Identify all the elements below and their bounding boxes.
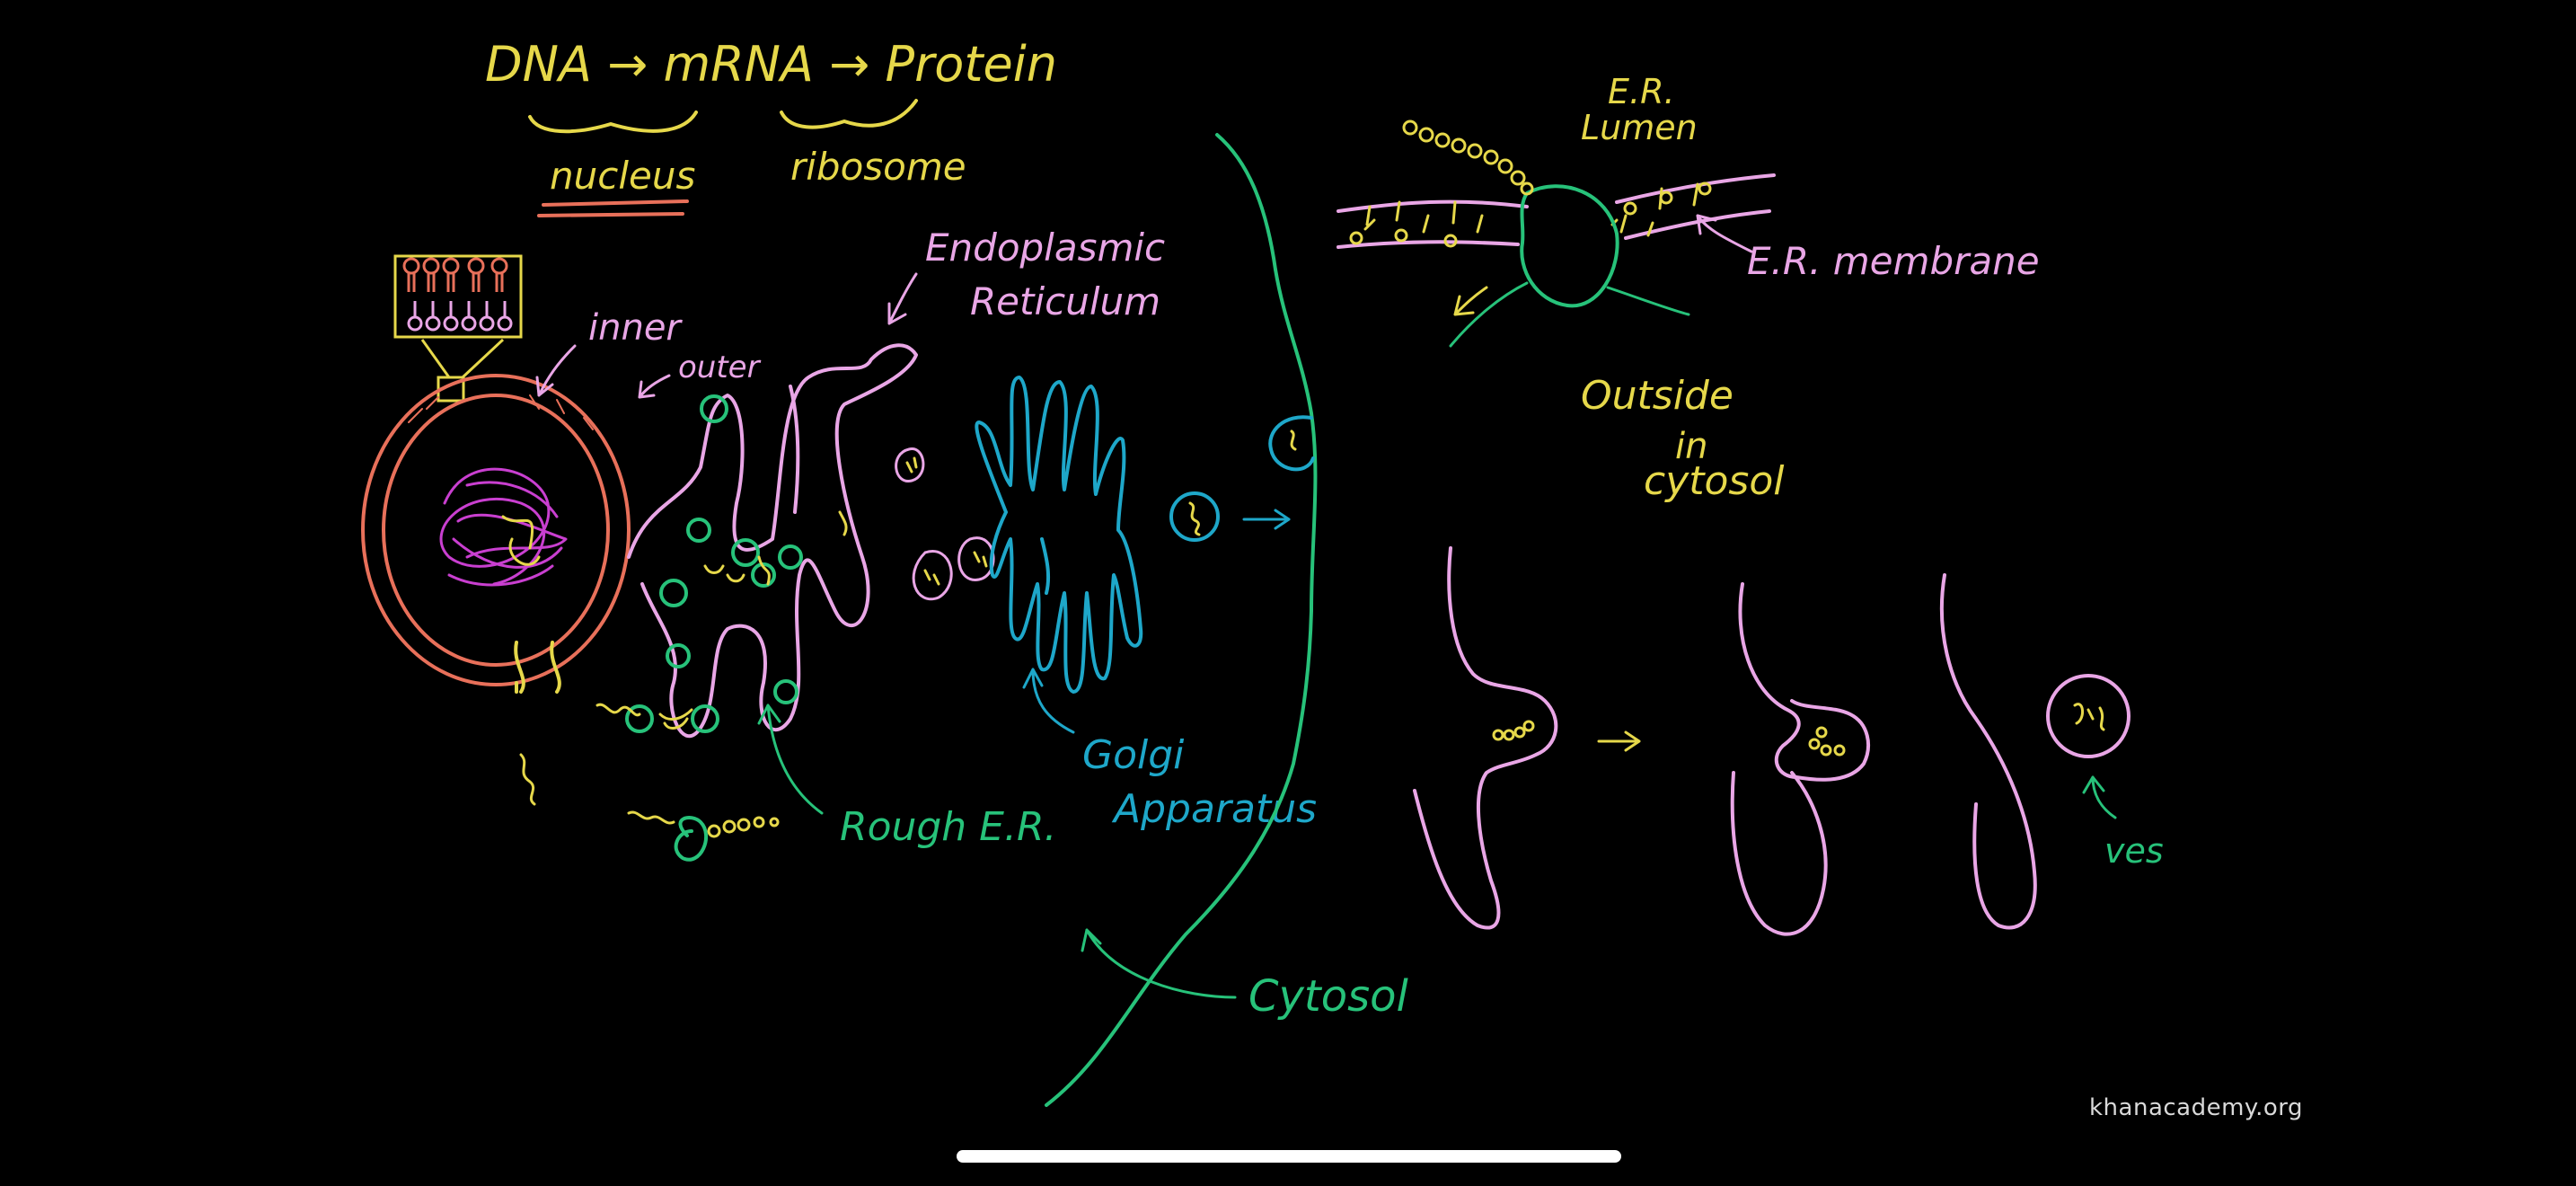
er-ribosome	[1520, 184, 1619, 308]
cytosol-label: Cytosol	[1248, 971, 1408, 1022]
dna-flow-label: DNA → mRNA → Protein	[485, 36, 1057, 93]
er-membrane-arrow	[1696, 214, 1753, 253]
polypeptide-strand	[595, 703, 641, 717]
ribosome-label: ribosome	[790, 145, 966, 189]
er-proteins	[658, 510, 848, 730]
inner-arrow	[535, 344, 577, 397]
er-label-arrow	[887, 272, 918, 325]
watermark: khanacademy.org	[2089, 1094, 2304, 1121]
nucleus-brace	[528, 111, 698, 134]
budding-stage-1	[1413, 546, 1558, 930]
chromatin	[439, 467, 568, 587]
nucleus	[361, 374, 631, 694]
outside-label-line1: Outside	[1581, 373, 1734, 419]
rough-er-ribosomes	[625, 394, 803, 733]
cytosol-arrow	[1081, 928, 1237, 999]
golgi-arrow	[1022, 668, 1075, 734]
ribosome-brace	[780, 99, 918, 129]
home-indicator-bar[interactable]	[957, 1150, 1621, 1163]
er-lumen-label-line1: E.R.	[1608, 72, 1675, 111]
inner-label: inner	[588, 307, 683, 349]
ves-label: ves	[2104, 831, 2164, 871]
transport-vesicles	[895, 447, 995, 601]
free-strand	[519, 753, 536, 806]
budding-stage-3	[1939, 573, 2130, 930]
outer-label: outer	[678, 350, 762, 385]
phospholipid-inset	[393, 254, 523, 403]
outside-label-line2: in	[1675, 426, 1707, 467]
nucleus-underline	[537, 199, 689, 217]
nucleus-label: nucleus	[550, 154, 695, 198]
outer-arrow	[638, 374, 671, 399]
free-ribosome	[627, 810, 780, 862]
endoplasmic-reticulum	[627, 343, 918, 739]
cell-membrane	[1045, 133, 1318, 1107]
released-vesicle	[2046, 674, 2130, 758]
golgi-apparatus	[975, 376, 1143, 694]
er-lumen-label-line2: Lumen	[1581, 108, 1698, 147]
er-label-line2: Reticulum	[970, 279, 1160, 323]
rough-er-label: Rough E.R.	[840, 804, 1057, 850]
golgi-label-line2: Apparatus	[1111, 786, 1317, 832]
budding-arrow	[1597, 730, 1641, 752]
golgi-label-line1: Golgi	[1082, 732, 1185, 778]
exocytosis-vesicle	[1268, 415, 1315, 472]
ves-arrow	[2082, 775, 2117, 819]
er-membrane-label: E.R. membrane	[1747, 239, 2040, 283]
er-membrane-drawing	[1337, 119, 1776, 348]
outside-label-line3: cytosol	[1644, 458, 1785, 504]
er-label-line1: Endoplasmic	[925, 226, 1165, 270]
rough-er-arrow	[757, 704, 824, 815]
nuclear-pore	[514, 641, 561, 694]
budding-stage-2	[1730, 582, 1870, 936]
secretory-vesicle	[1169, 491, 1291, 542]
